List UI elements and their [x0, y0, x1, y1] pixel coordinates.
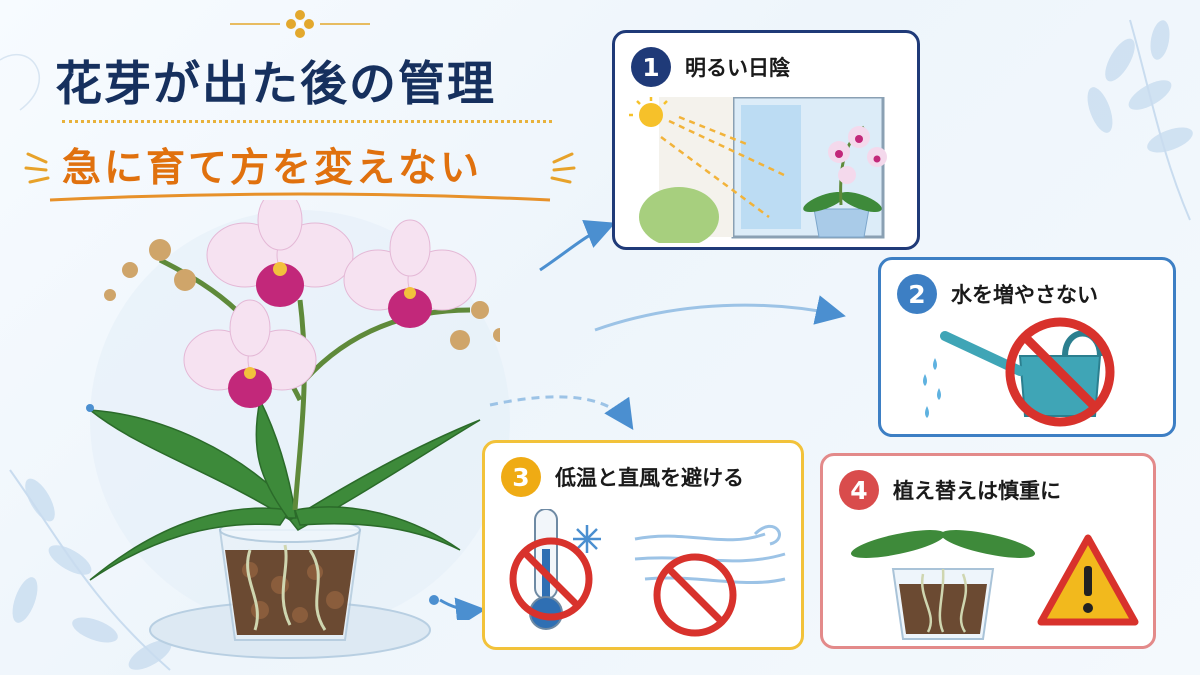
tip-number-1: 1 [631, 47, 671, 87]
tip-number-4: 4 [839, 470, 879, 510]
tip-card-3: 3 低温と直風を避ける [482, 440, 804, 650]
tip-card-2: 2 水を増やさない [878, 257, 1176, 437]
subtitle-accent [24, 152, 576, 202]
page-subtitle: 急に育て方を変えない [62, 146, 483, 191]
connector-arrows [429, 219, 846, 620]
tip-label-3: 低温と直風を避ける [555, 466, 744, 490]
repotting-illustration [851, 530, 1139, 640]
prohibit-icon [1005, 317, 1115, 427]
tip-label-2: 水を増やさない [951, 283, 1098, 307]
flower-ornament-icon [230, 10, 370, 38]
warning-icon [1037, 534, 1139, 626]
window-light-illustration [629, 97, 887, 243]
tip-number-2: 2 [897, 274, 937, 314]
snowflake-icon [573, 525, 601, 553]
tip-number-3: 3 [501, 457, 541, 497]
wind-icon [634, 525, 786, 585]
tip-label-4: 植え替えは慎重に [893, 479, 1061, 503]
tip-card-4: 4 植え替えは慎重に [820, 453, 1156, 649]
sun-icon [629, 97, 668, 127]
page-title: 花芽が出た後の管理 [55, 57, 496, 112]
watering-can-icon [923, 317, 1115, 427]
connector-dot [86, 404, 94, 412]
tip-card-1: 1 明るい日陰 [612, 30, 920, 250]
cold-wind-illustration [509, 509, 786, 637]
orchid-illustration [87, 200, 500, 659]
tip-label-1: 明るい日陰 [685, 56, 790, 80]
title-divider [62, 120, 552, 123]
